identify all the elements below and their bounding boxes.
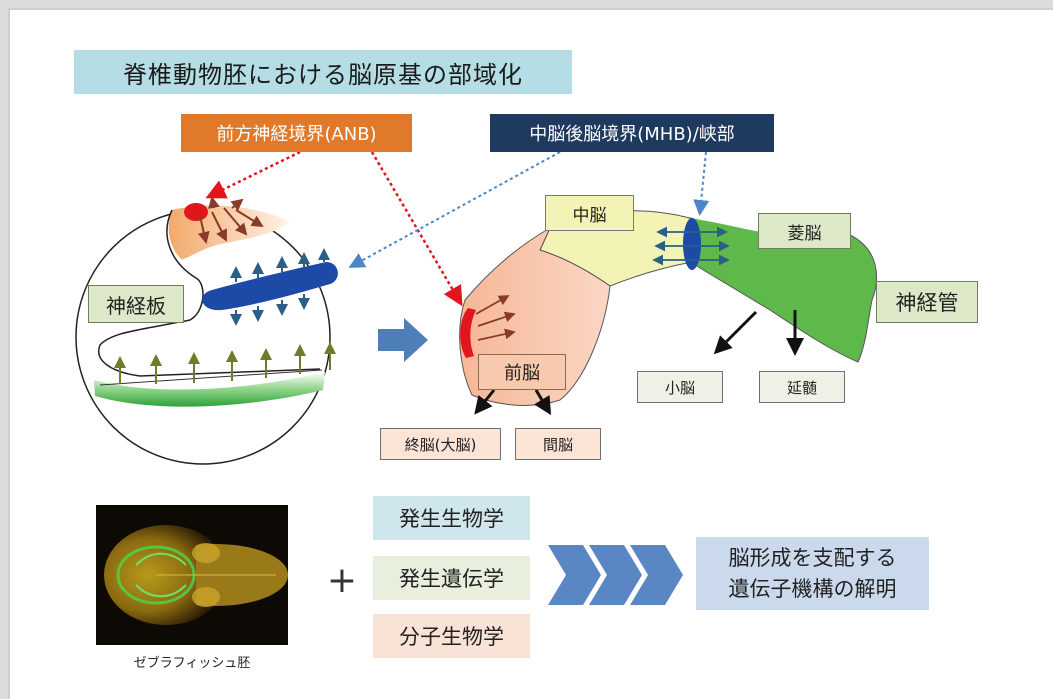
- diencephalon-label: 間脳: [515, 428, 601, 460]
- page-title: 脊椎動物胚における脳原基の部域化: [74, 50, 572, 94]
- hindbrain-label: 菱脳: [758, 213, 851, 249]
- plus-sign: +: [326, 559, 358, 601]
- field-developmental-biology: 発生生物学: [373, 496, 530, 540]
- midbrain-label: 中脳: [545, 195, 634, 231]
- telencephalon-label: 終脳(大脳): [380, 428, 501, 460]
- neural-plate-diagram: [75, 196, 338, 465]
- mhb-callout: 中脳後脳境界(MHB)/峡部: [490, 114, 774, 152]
- field-molecular-biology: 分子生物学: [373, 614, 530, 658]
- anb-callout: 前方神経境界(ANB): [181, 114, 412, 152]
- neural-plate-label: 神経板: [88, 285, 184, 323]
- zebrafish-caption: ゼブラフィッシュ胚: [133, 655, 251, 671]
- neural-tube-label: 神経管: [876, 281, 978, 323]
- cerebellum-label: 小脳: [637, 371, 723, 403]
- zebrafish-embryo-image: [96, 505, 288, 645]
- forebrain-label: 前脳: [478, 354, 566, 390]
- chevron-arrows: [548, 545, 683, 605]
- conclusion-box: 脳形成を支配する 遺伝子機構の解明: [696, 537, 929, 610]
- conclusion-line-2: 遺伝子機構の解明: [728, 576, 897, 601]
- conclusion-line-1: 脳形成を支配する: [728, 546, 897, 571]
- transition-arrow: [378, 318, 428, 362]
- field-developmental-genetics: 発生遺伝学: [373, 556, 530, 600]
- medulla-label: 延髄: [759, 371, 845, 403]
